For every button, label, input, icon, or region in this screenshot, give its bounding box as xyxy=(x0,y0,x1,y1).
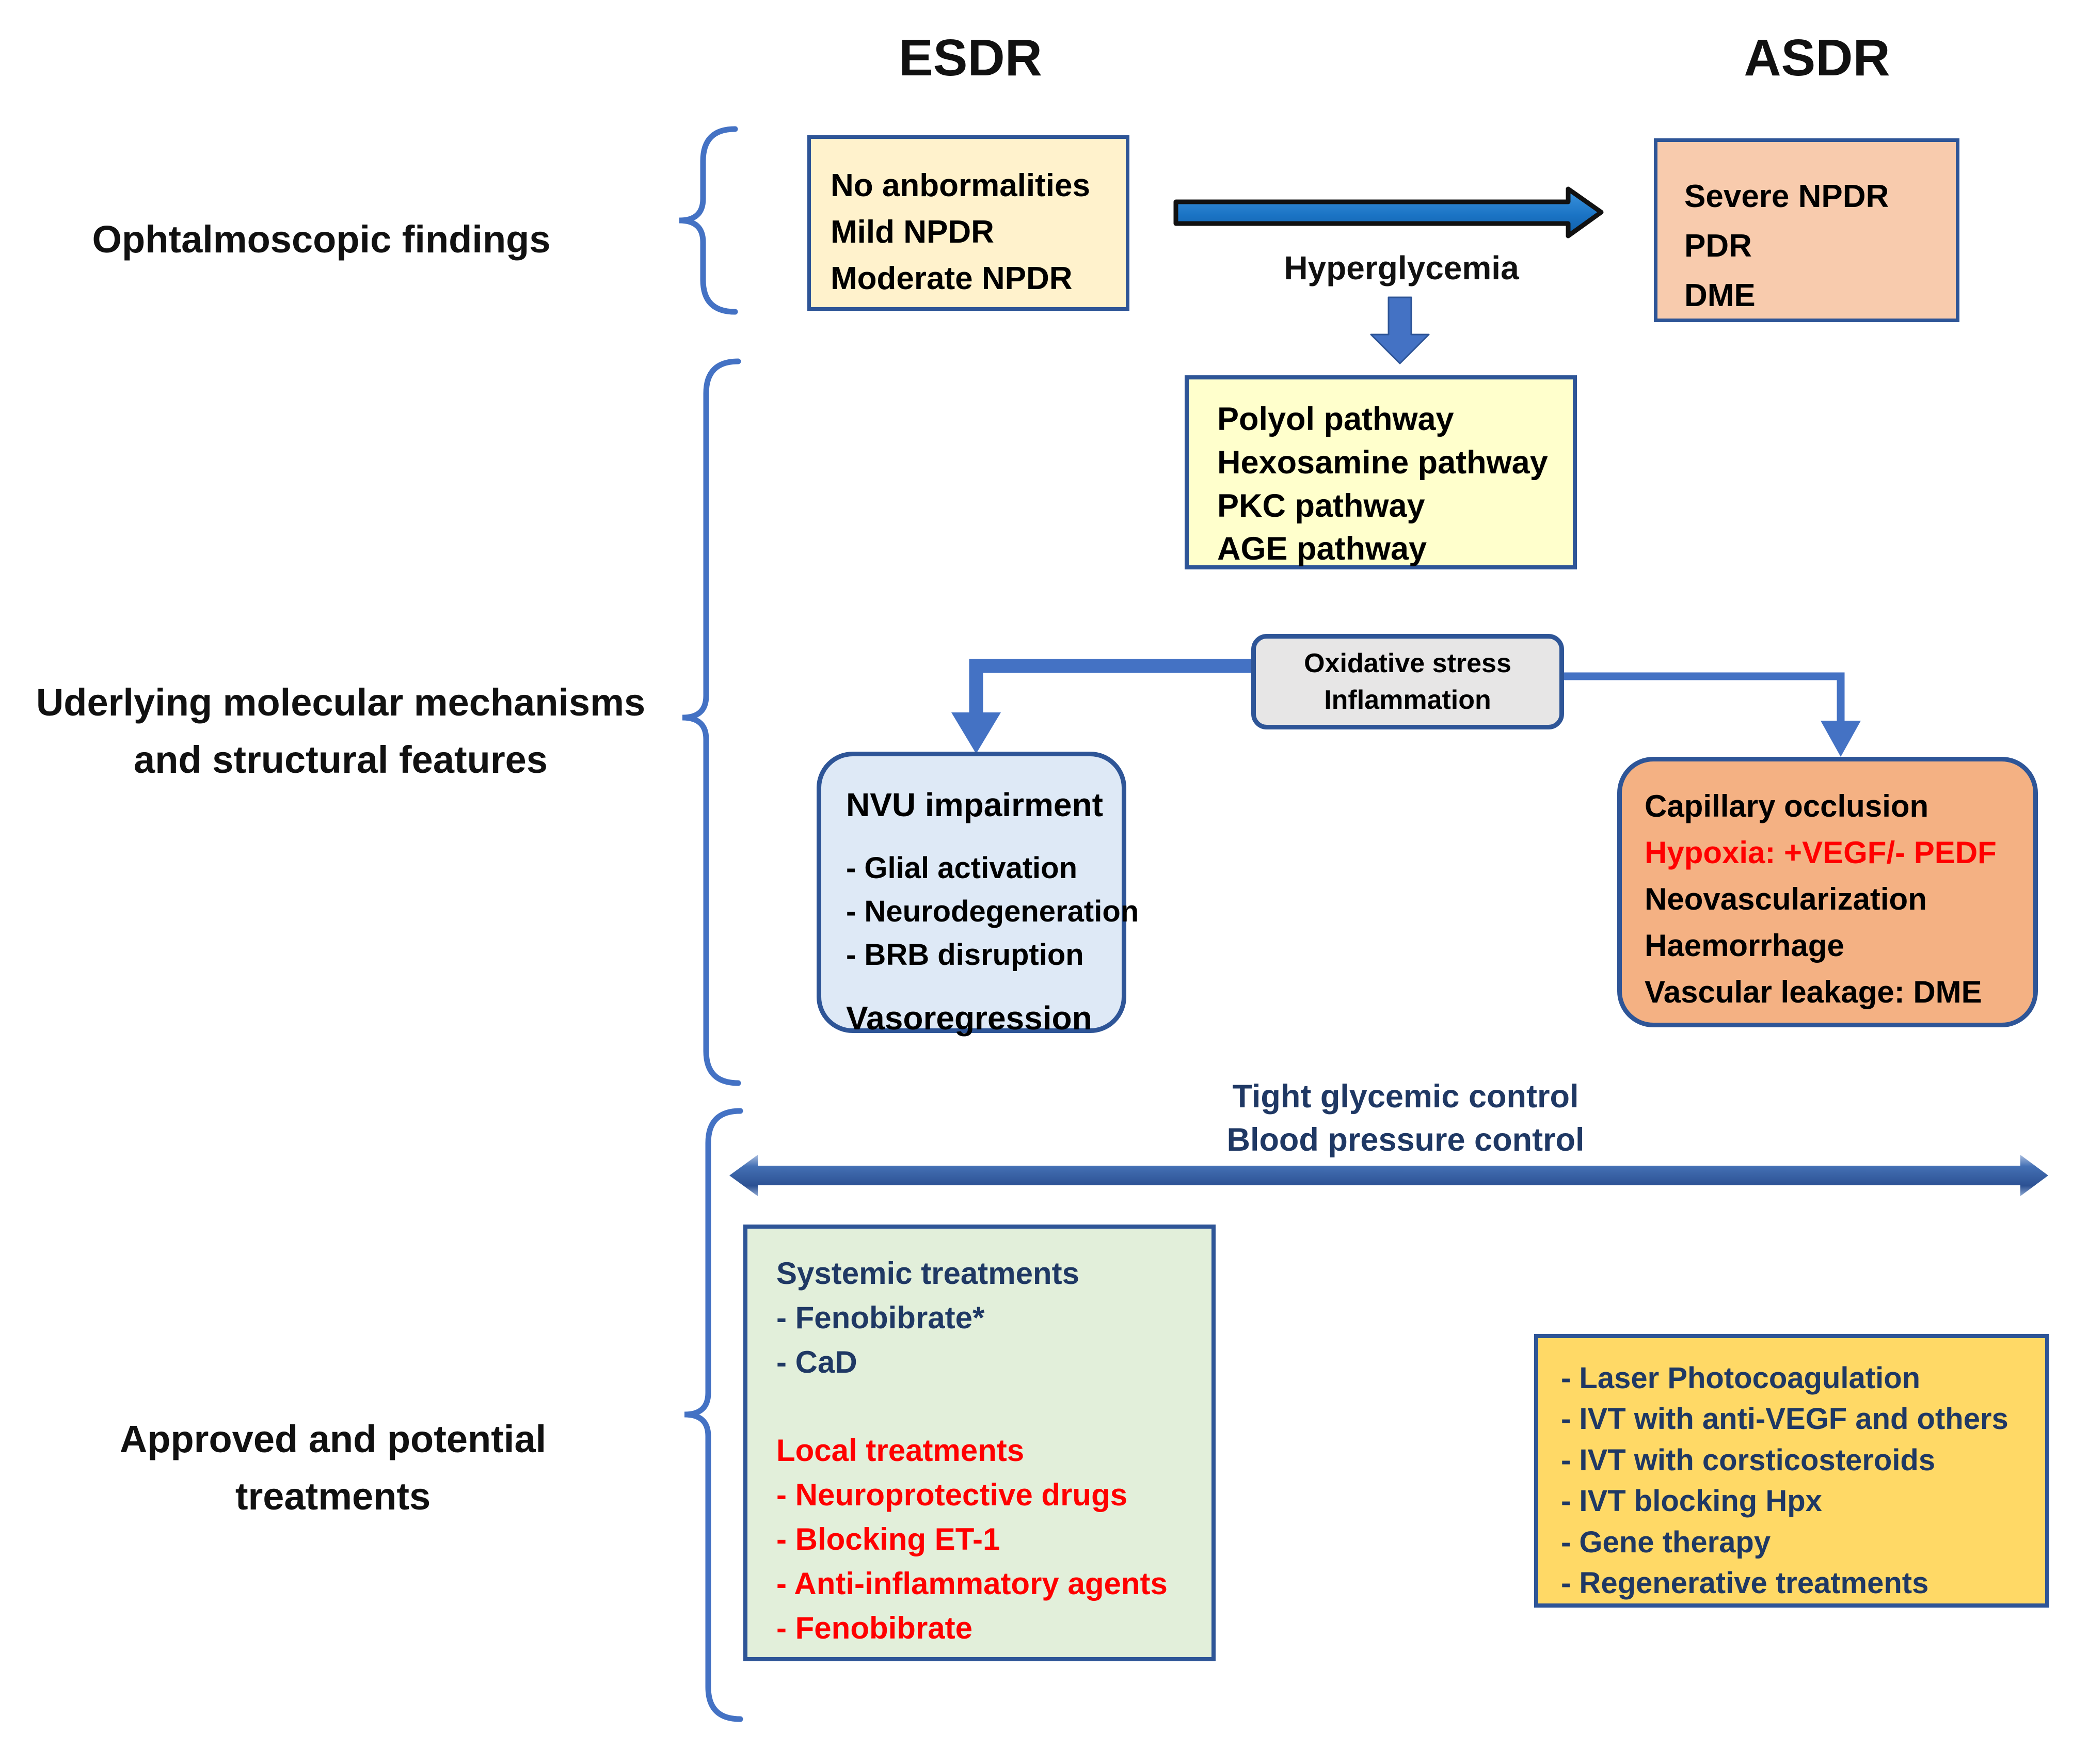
systemic-item: - Fenobibrate* xyxy=(776,1300,985,1335)
brace-mechanisms-icon xyxy=(682,358,741,1086)
box-esdr-findings: No anbormalities Mild NPDR Moderate NPDR xyxy=(807,135,1129,311)
column-title-esdr: ESDR xyxy=(899,29,1042,87)
pathway-item: Polyol pathway xyxy=(1217,401,1454,437)
tight-glycemic-control-label: Tight glycemic control xyxy=(1232,1078,1579,1115)
row-label-treatments-line1: Approved and potential xyxy=(119,1418,547,1460)
asdr-treatment-item: - IVT with anti-VEGF and others xyxy=(1561,1402,2008,1436)
local-item: - Neuroprotective drugs xyxy=(776,1477,1128,1513)
box-asdr-treatments: - Laser Photocoagulation - IVT with anti… xyxy=(1534,1334,2049,1608)
oxidative-to-capillary-arrowhead-icon xyxy=(1821,721,1861,757)
nvu-item: - Neurodegeneration xyxy=(846,894,1139,928)
oxidative-line2: Inflammation xyxy=(1324,685,1491,715)
nvu-item: - BRB disruption xyxy=(846,937,1084,972)
asdr-treatment-item: - IVT with corsticosteroids xyxy=(1561,1443,1936,1477)
box-oxidative-stress: Oxidative stress Inflammation xyxy=(1251,634,1564,729)
asdr-treatment-item: - Laser Photocoagulation xyxy=(1561,1361,1921,1395)
esdr-finding-item: Mild NPDR xyxy=(831,214,994,250)
hyperglycemia-arrow-icon xyxy=(1173,186,1604,239)
systemic-spacer xyxy=(776,1384,1206,1428)
pathway-item: PKC pathway xyxy=(1217,487,1425,524)
asdr-finding-item: Severe NPDR xyxy=(1684,179,1889,214)
column-title-asdr: ASDR xyxy=(1744,29,1890,87)
systemic-header: Systemic treatments xyxy=(776,1256,1079,1291)
asdr-treatment-item: - IVT blocking Hpx xyxy=(1561,1484,1822,1518)
row-label-findings: Ophtalmoscopic findings xyxy=(92,218,551,261)
asdr-treatment-item: - Gene therapy xyxy=(1561,1525,1771,1559)
capillary-hypoxia-line: Hypoxia: +VEGF/- PEDF xyxy=(1645,835,1997,870)
oxidative-to-capillary-connector xyxy=(1563,672,1845,724)
capillary-line: Capillary occlusion xyxy=(1645,789,1929,823)
brace-treatments-icon xyxy=(684,1108,743,1722)
row-label-mechanisms-line1: Uderlying molecular mechanisms xyxy=(36,681,646,724)
asdr-treatment-item: - Regenerative treatments xyxy=(1561,1566,1929,1600)
systemic-item: - CaD xyxy=(776,1344,857,1379)
pathway-item: AGE pathway xyxy=(1217,531,1427,567)
box-pathways: Polyol pathway Hexosamine pathway PKC pa… xyxy=(1185,375,1577,569)
asdr-finding-item: PDR xyxy=(1684,228,1752,264)
row-label-treatments-line2: treatments xyxy=(235,1475,431,1518)
oxidative-to-nvu-arrowhead-icon xyxy=(951,712,1001,754)
brace-findings-icon xyxy=(679,126,738,315)
oxidative-line1: Oxidative stress xyxy=(1304,648,1511,679)
box-asdr-findings: Severe NPDR PDR DME xyxy=(1654,138,1959,322)
esdr-finding-item: No anbormalities xyxy=(831,168,1090,203)
nvu-footer: Vasoregression xyxy=(846,999,1092,1037)
box-systemic-treatments: Systemic treatments - Fenobibrate* - CaD… xyxy=(743,1225,1216,1661)
hyperglycemia-label: Hyperglycemia xyxy=(1284,249,1519,287)
local-item: - Blocking ET-1 xyxy=(776,1521,1000,1556)
row-label-mechanisms-line2: and structural features xyxy=(134,738,548,781)
nvu-title: NVU impairment xyxy=(846,786,1103,823)
esdr-finding-item: Moderate NPDR xyxy=(831,260,1073,296)
pathway-item: Hexosamine pathway xyxy=(1217,444,1548,481)
capillary-line: Neovascularization xyxy=(1645,882,1927,916)
oxidative-to-nvu-connector xyxy=(969,659,1251,717)
local-item: - Fenobibrate xyxy=(776,1610,973,1645)
row-label-mechanisms: Uderlying molecular mechanisms and struc… xyxy=(8,674,674,788)
blood-pressure-control-label: Blood pressure control xyxy=(1226,1122,1585,1158)
nvu-item: - Glial activation xyxy=(846,851,1077,885)
local-item: - Anti-inflammatory agents xyxy=(776,1566,1168,1601)
box-capillary-occlusion: Capillary occlusion Hypoxia: +VEGF/- PED… xyxy=(1617,757,2038,1027)
treatments-double-arrow-icon xyxy=(729,1155,2048,1196)
local-header: Local treatments xyxy=(776,1433,1025,1468)
hyperglycemia-down-arrow-icon xyxy=(1370,296,1430,364)
asdr-finding-item: DME xyxy=(1684,278,1756,314)
capillary-line: Vascular leakage: DME xyxy=(1645,975,1982,1009)
row-label-treatments: Approved and potential treatments xyxy=(75,1410,591,1525)
box-nvu-impairment: NVU impairment - Glial activation - Neur… xyxy=(817,752,1139,1037)
capillary-line: Haemorrhage xyxy=(1645,928,1844,963)
